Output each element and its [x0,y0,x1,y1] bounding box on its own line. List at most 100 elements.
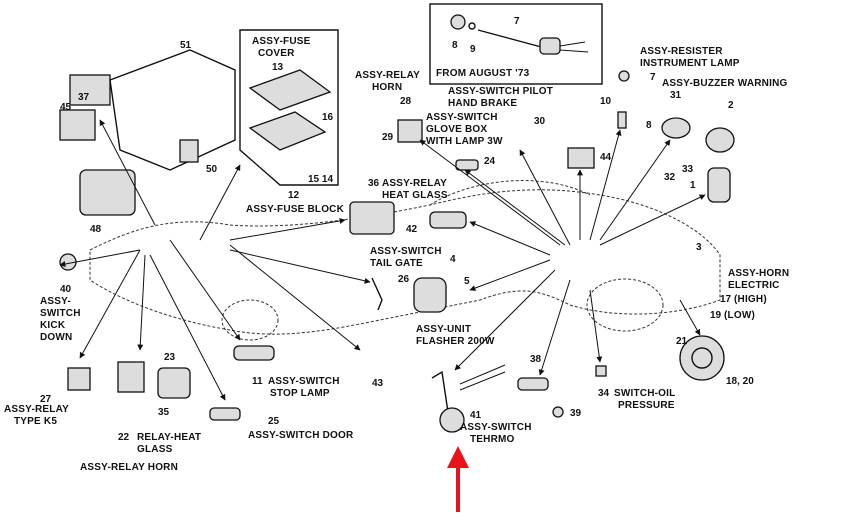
oil-label-2: PRESSURE [618,400,675,411]
num-28: 28 [400,96,412,107]
num-21: 21 [676,336,688,347]
num-8-right: 8 [646,120,652,131]
num-25: 25 [268,416,280,427]
num-4: 4 [450,254,456,265]
num-24: 24 [484,156,496,167]
center-parts: ASSY-RELAY HORN 28 29 ASSY-SWITCH PILOT … [349,70,612,347]
fuse-block-inset: ASSY-FUSE COVER 13 16 15 14 12 ASSY-FUSE… [239,29,345,215]
num-7-top: 7 [514,16,520,27]
num-19: 19 [710,310,722,321]
num-2: 2 [728,100,734,111]
tail-gate-label-1: ASSY-SWITCH [370,246,442,257]
num-42: 42 [406,224,418,235]
flasher-label-2: FLASHER 200W [416,336,495,347]
num-26: 26 [398,274,410,285]
relay-k5-label-2: TYPE K5 [14,416,57,427]
fuse-cover-label-1: ASSY-FUSE [252,36,311,47]
horn-label-4: (LOW) [724,310,755,321]
left-relay-cluster: 45 37 51 50 48 [59,40,236,235]
from-august-label: FROM AUGUST '73 [436,68,530,79]
tail-gate-label-2: TAIL GATE [370,258,423,269]
from-august-box: FROM AUGUST '73 8 9 7 [429,3,603,85]
flasher-label-1: ASSY-UNIT [416,324,471,335]
resister-label-1: ASSY-RESISTER [640,46,723,57]
num-37: 37 [78,92,90,103]
num-39: 39 [570,408,582,419]
stop-label-1: ASSY-SWITCH [268,376,340,387]
num-33: 33 [682,164,694,175]
leader-lines [59,119,706,401]
heat-glass-label-2: HEAT GLASS [382,190,448,201]
resister-label-2: INSTRUMENT LAMP [640,58,740,69]
kick-down-switch: 40 ASSY- SWITCH KICK DOWN [40,253,81,343]
num-22: 22 [118,432,130,443]
num-3: 3 [696,242,702,253]
thermo-label-2: TEHRMO [470,434,515,445]
num-7-right: 7 [650,72,656,83]
fuse-cover-label-2: COVER [258,48,295,59]
num-16: 16 [322,112,334,123]
num-45: 45 [60,102,72,113]
num-23: 23 [164,352,176,363]
door-label: ASSY-SWITCH DOOR [248,430,354,441]
kick-label-3: KICK [40,320,66,331]
kick-label-1: ASSY- [40,296,71,307]
right-parts: ASSY-RESISTER INSTRUMENT LAMP 7 ASSY-BUZ… [600,46,789,387]
highlight-arrow [447,446,469,512]
heat-glass-label-1: ASSY-RELAY [382,178,447,189]
fuse-block-label: ASSY-FUSE BLOCK [246,204,345,215]
num-43: 43 [372,378,384,389]
thermo-switch: 41 ASSY-SWITCH TEHRMO [431,364,532,445]
num-13: 13 [272,62,284,73]
horn-label-2: ELECTRIC [728,280,780,291]
glove-label-1: ASSY-SWITCH [426,112,498,123]
num-38: 38 [530,354,542,365]
num-48: 48 [90,224,102,235]
car-body-outline [89,180,721,341]
num-41: 41 [470,410,482,421]
num-35: 35 [158,407,170,418]
relay-horn-top-1: ASSY-RELAY [355,70,420,81]
stop-door-switches: 11 ASSY-SWITCH STOP LAMP 25 ASSY-SWITCH … [209,345,384,441]
relay-horn-top-2: HORN [372,82,402,93]
num-34: 34 [598,388,610,399]
num-1: 1 [690,180,696,191]
num-40: 40 [60,284,72,295]
num-29: 29 [382,132,394,143]
num-15-14: 15 14 [308,174,333,185]
glove-label-2: GLOVE BOX [426,124,487,135]
kick-label-2: SWITCH [40,308,81,319]
thermo-label-1: ASSY-SWITCH [460,422,532,433]
num-30: 30 [534,116,546,127]
num-9: 9 [470,44,476,55]
num-31: 31 [670,90,682,101]
num-10: 10 [600,96,612,107]
num-12: 12 [288,190,300,201]
glove-label-3: WITH LAMP 3W [426,136,503,147]
kick-label-4: DOWN [40,332,72,343]
relay-heat-bottom-2: GLASS [137,444,173,455]
num-50: 50 [206,164,218,175]
buzzer-label: ASSY-BUZZER WARNING [662,78,787,89]
stop-label-2: STOP LAMP [270,388,330,399]
num-36: 36 [368,178,380,189]
num-5: 5 [464,276,470,287]
num-27: 27 [40,394,52,405]
bottom-left-relays: 27 ASSY-RELAY TYPE K5 23 22 ASSY-RELAY H… [4,352,201,473]
horn-label-3: (HIGH) [734,294,767,305]
oil-pressure-parts: 38 39 34 SWITCH-OIL PRESSURE [517,354,675,419]
num-32: 32 [664,172,676,183]
pilot-label-2: HAND BRAKE [448,98,517,109]
oil-label-1: SWITCH-OIL [614,388,675,399]
pilot-label-1: ASSY-SWITCH PILOT [448,86,553,97]
relay-k5-label-1: ASSY-RELAY [4,404,69,415]
relay-heat-bottom-1: RELAY-HEAT [137,432,201,443]
horn-label-1: ASSY-HORN [728,268,789,279]
num-11: 11 [252,376,263,387]
num-17: 17 [720,294,732,305]
num-44: 44 [600,152,612,163]
num-18-20: 18, 20 [726,376,754,387]
num-51: 51 [180,40,192,51]
num-8-top: 8 [452,40,458,51]
